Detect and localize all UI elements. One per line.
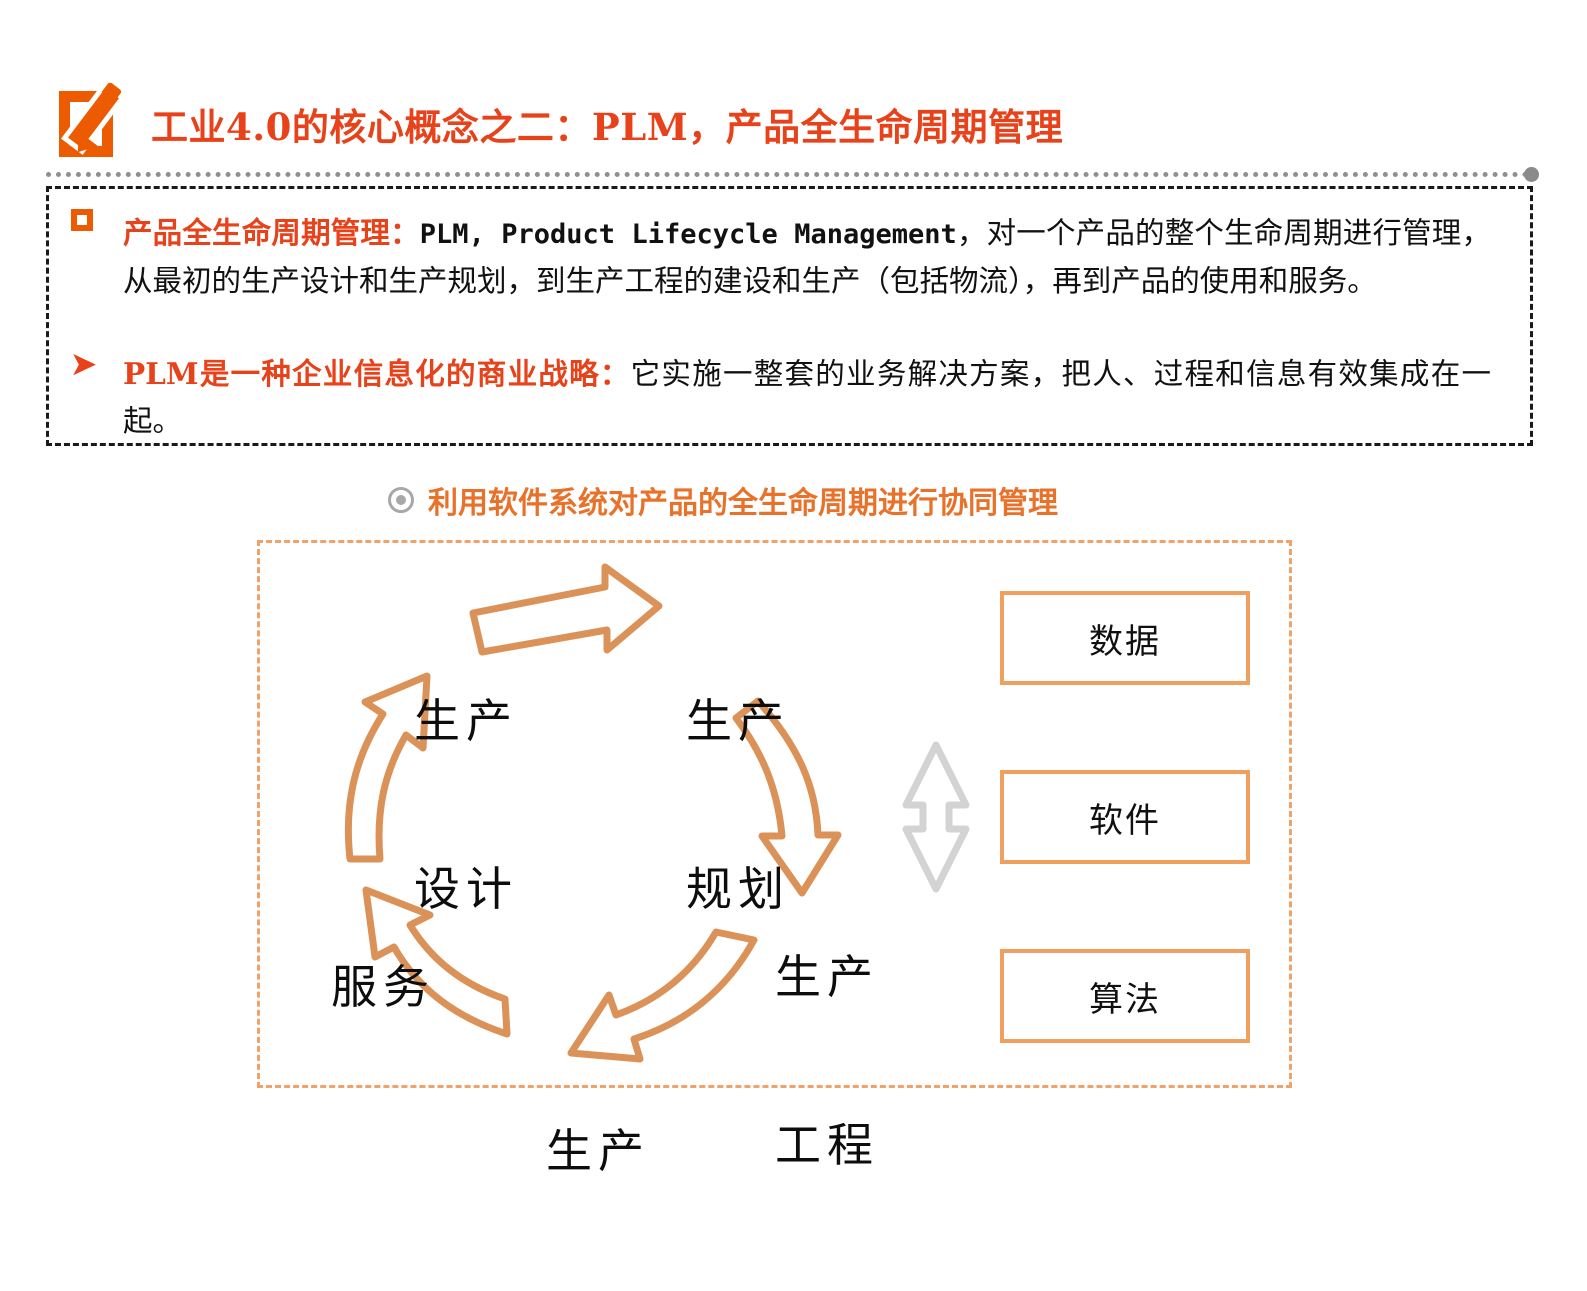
lifecycle-diagram-panel: 生产 设计 生产 规划 生产 工程 生产 服务 数据 软件 算法 [257, 540, 1292, 1178]
cycle-label-planning-line1: 生产 [686, 694, 790, 748]
edit-square-pencil-icon [55, 81, 127, 167]
cycle-label-production: 生产 [518, 1011, 678, 1291]
cycle-label-planning-line2: 规划 [686, 862, 790, 916]
side-box-data-label: 数据 [1089, 622, 1161, 661]
cycle-label-planning: 生产 规划 [658, 581, 818, 1029]
title-underline-rule [46, 172, 1529, 182]
diagram-subtitle: 利用软件系统对产品的全生命周期进行协同管理 [388, 478, 1058, 522]
bullet-heading: PLM是一种企业信息化的商业战略： [123, 356, 631, 391]
cycle-label-engineering-line2: 工程 [775, 1118, 879, 1172]
arrow-triangle-marker: ➤ [71, 348, 97, 381]
page-title: 工业4.0的核心概念之二：PLM，产品全生命周期管理 [151, 105, 1064, 149]
cycle-label-design: 生产 设计 [386, 581, 546, 1029]
cycle-label-engineering: 生产 工程 [747, 837, 907, 1285]
side-box-data[interactable]: 数据 [1000, 591, 1250, 685]
cycle-label-engineering-line1: 生产 [775, 950, 879, 1004]
double-headed-vertical-arrow-icon [902, 741, 970, 893]
title-rule-end-dot [1524, 167, 1539, 182]
bullet-body-text: ，对一个产品的整个生命周期进行管理，从最初的生产设计和生产规划，到生产工程的建设… [123, 216, 1491, 298]
cycle-label-service-line1: 服务 [331, 960, 435, 1014]
slide-title-bar: 工业4.0的核心概念之二：PLM，产品全生命周期管理 [55, 78, 1535, 170]
circle-dot-icon [388, 487, 414, 513]
cycle-label-design-line1: 生产 [414, 694, 518, 748]
side-box-software-label: 软件 [1089, 801, 1161, 840]
body-content-box: 产品全生命周期管理：PLM, Product Lifecycle Managem… [46, 186, 1533, 446]
cycle-label-production-line1: 生产 [546, 1124, 650, 1178]
cycle-label-design-line2: 设计 [414, 862, 518, 916]
bullet-text: PLM是一种企业信息化的商业战略：它实施一整套的业务解决方案，把人、过程和信息有… [123, 350, 1491, 445]
bullet-body-text: 它实施一整套的业务解决方案，把人、过程和信息有效集成在一起。 [123, 357, 1491, 438]
bullet-item: ➤ PLM是一种企业信息化的商业战略：它实施一整套的业务解决方案，把人、过程和信… [71, 350, 1491, 445]
side-box-software[interactable]: 软件 [1000, 770, 1250, 864]
side-box-algorithm-label: 算法 [1089, 980, 1161, 1019]
square-outline-marker [71, 209, 105, 236]
diagram-subtitle-text: 利用软件系统对产品的全生命周期进行协同管理 [428, 486, 1058, 521]
bullet-item: 产品全生命周期管理：PLM, Product Lifecycle Managem… [71, 209, 1491, 305]
bullet-mono-text: PLM, Product Lifecycle Management [419, 219, 957, 250]
bullet-heading: 产品全生命周期管理： [123, 215, 420, 250]
side-box-algorithm[interactable]: 算法 [1000, 949, 1250, 1043]
bullet-text: 产品全生命周期管理：PLM, Product Lifecycle Managem… [123, 209, 1491, 305]
cycle-label-service: 服务 [303, 847, 463, 1127]
